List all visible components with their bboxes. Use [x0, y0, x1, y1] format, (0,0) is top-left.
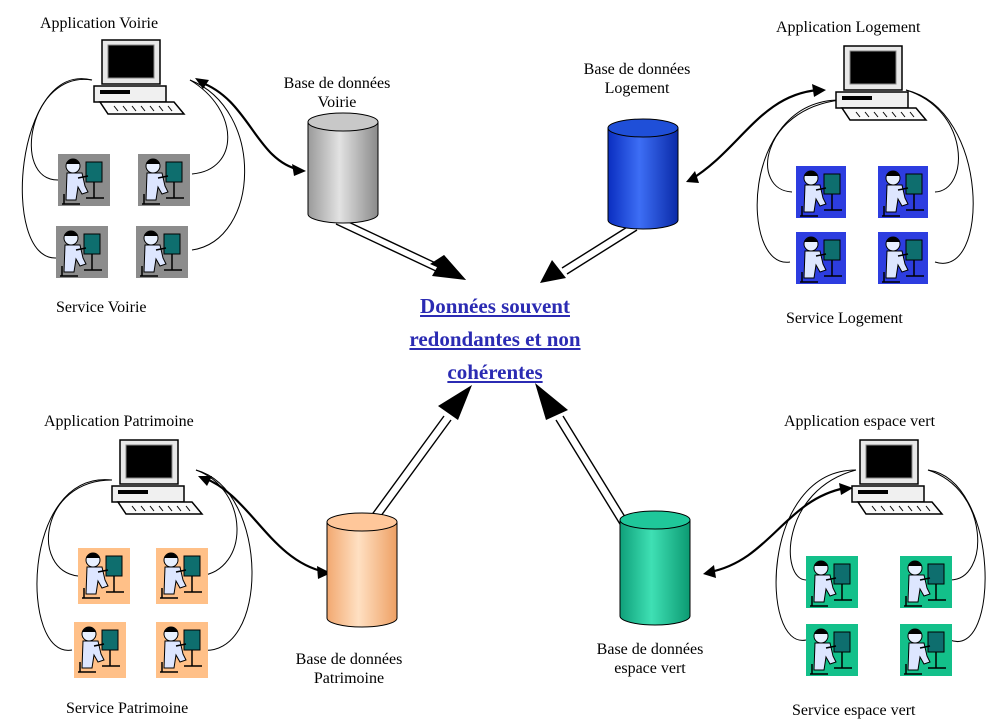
database-espace-vert-cylinder [619, 510, 691, 626]
application-espace-vert-label: Application espace vert [784, 413, 936, 430]
application-logement-label: Application Logement [776, 19, 921, 36]
link-patrimoine [203, 476, 326, 574]
workstation-patrimoine-user-icon [74, 622, 126, 678]
workstation-voirie-user-icon [56, 226, 108, 278]
application-computers [93, 39, 944, 515]
workstation-patrimoine-user-icon [78, 548, 130, 604]
application-patrimoine-label: Application Patrimoine [44, 413, 194, 430]
workstation-espace-vert-user-icon [806, 556, 858, 608]
database-espace-vert-label: Base de données espace vert [580, 640, 720, 678]
db-to-center-arrows [335, 217, 638, 530]
computer-patrimoine-icon [111, 439, 204, 515]
central-message-line3: cohérentes [447, 360, 543, 384]
link-voirie [199, 80, 301, 172]
service-patrimoine-label: Service Patrimoine [66, 700, 189, 717]
workstation-logement-user-icon [878, 232, 928, 284]
database-voirie-label-line1: Base de données [283, 75, 391, 92]
database-voirie-cylinder [307, 112, 379, 224]
database-voirie-label: Base de données Voirie [272, 74, 402, 112]
link-espace-vert [709, 486, 846, 574]
central-message-line1: Données souvent [420, 294, 570, 318]
service-logement-label: Service Logement [786, 310, 903, 327]
link-logement [689, 88, 819, 181]
database-logement-label-line2: Logement [604, 80, 670, 97]
workstation-voirie-user-icon [138, 154, 190, 206]
database-logement-label: Base de données Logement [572, 60, 702, 98]
database-espace-vert-label-line2: espace vert [614, 660, 686, 677]
database-patrimoine-label-line1: Base de données [295, 651, 403, 668]
arrow-patrimoine-to-center [367, 385, 472, 525]
workstation-logement-user-icon [878, 166, 928, 218]
service-workstations [56, 154, 952, 678]
arrow-voirie-to-center [335, 217, 466, 280]
workstation-voirie-user-icon [58, 154, 110, 206]
database-logement-cylinder [607, 118, 679, 230]
databases [307, 112, 691, 628]
database-patrimoine-label-line2: Patrimoine [313, 670, 385, 687]
database-patrimoine-cylinder [326, 512, 398, 628]
service-loops [21, 78, 986, 651]
computer-espace-vert-icon [851, 439, 944, 515]
database-espace-vert-label-line1: Base de données [596, 641, 704, 658]
arrow-logement-to-center [540, 223, 638, 283]
database-patrimoine-label: Base de données Patrimoine [284, 650, 414, 688]
workstation-logement-user-icon [796, 166, 846, 218]
computer-logement-icon [835, 45, 928, 121]
app-db-links [195, 78, 853, 579]
workstation-espace-vert-user-icon [900, 624, 952, 676]
service-espace-vert-label: Service espace vert [792, 702, 916, 719]
workstation-patrimoine-user-icon [156, 622, 208, 678]
central-message: Données souvent redondantes et non cohér… [360, 290, 630, 389]
service-voirie-label: Service Voirie [56, 299, 147, 316]
workstation-patrimoine-user-icon [156, 548, 208, 604]
workstation-espace-vert-user-icon [900, 556, 952, 608]
central-message-line2: redondantes et non [409, 327, 581, 351]
computer-voirie-icon [93, 39, 186, 115]
application-voirie-label: Application Voirie [40, 15, 159, 32]
arrow-espace-vert-to-center [535, 383, 631, 530]
database-logement-label-line1: Base de données [583, 61, 691, 78]
database-voirie-label-line2: Voirie [317, 94, 357, 111]
workstation-voirie-user-icon [136, 226, 188, 278]
workstation-espace-vert-user-icon [806, 624, 858, 676]
workstation-logement-user-icon [796, 232, 846, 284]
